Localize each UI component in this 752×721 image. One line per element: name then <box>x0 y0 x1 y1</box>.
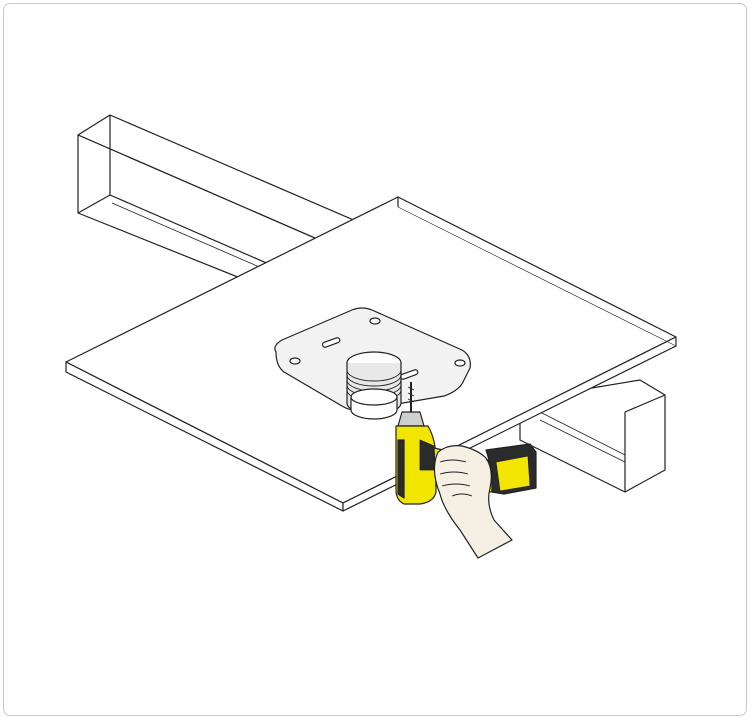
threaded-pipe <box>346 351 402 420</box>
hand <box>433 445 513 559</box>
ceiling-beam-front <box>519 379 666 493</box>
